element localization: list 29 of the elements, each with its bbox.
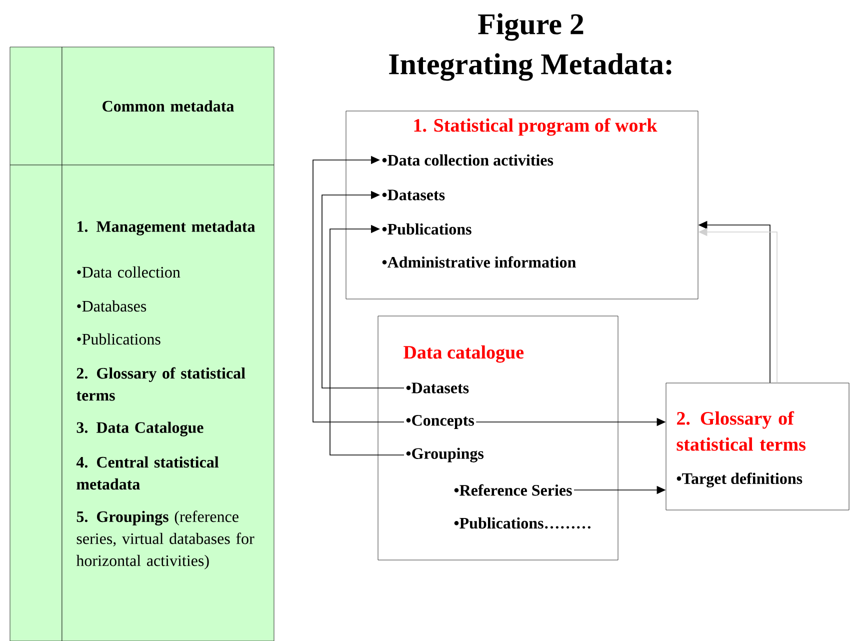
- list-item: •Data collection: [77, 266, 180, 278]
- list-item: •Reference Series: [454, 484, 572, 496]
- list-item: •Publications………: [454, 517, 590, 529]
- list-item: •Datasets: [382, 190, 445, 200]
- box-heading: 2. Glossary of statistical terms: [676, 411, 806, 451]
- list-item: •Data collection activities: [382, 154, 554, 166]
- list-item: 2. Glossary of statistical terms: [76, 367, 246, 401]
- list-item: •Concepts: [406, 415, 474, 429]
- list-item: 1. Management metadata: [78, 220, 256, 236]
- arrow: [330, 224, 404, 456]
- list-item: 4. Central statistical metadata: [76, 456, 219, 490]
- text-box: [346, 110, 698, 300]
- arrow: [322, 190, 404, 388]
- title: Integrating Metadata:: [389, 53, 672, 81]
- list-item: •Datasets: [406, 382, 469, 394]
- list-item: •Target definitions: [676, 472, 802, 488]
- text-box: [666, 382, 850, 510]
- box-heading: Data catalogue: [404, 345, 524, 363]
- box-heading: 1. Statistical program of work: [414, 118, 658, 136]
- list-item: •Publications: [382, 223, 472, 235]
- arrow: [312, 156, 404, 422]
- text-box: [378, 316, 618, 560]
- list-item: 3. Data Catalogue: [76, 422, 204, 436]
- list-item: 5. Groupings (reference series, virtual databases for horizontal activities): [76, 510, 254, 570]
- list-item: •Publications: [77, 333, 160, 345]
- list-item: •Databases: [77, 300, 146, 312]
- figure-label: Figure 2: [478, 13, 584, 41]
- list-item: •Groupings: [406, 448, 484, 462]
- list-item: •Administrative information: [382, 256, 576, 268]
